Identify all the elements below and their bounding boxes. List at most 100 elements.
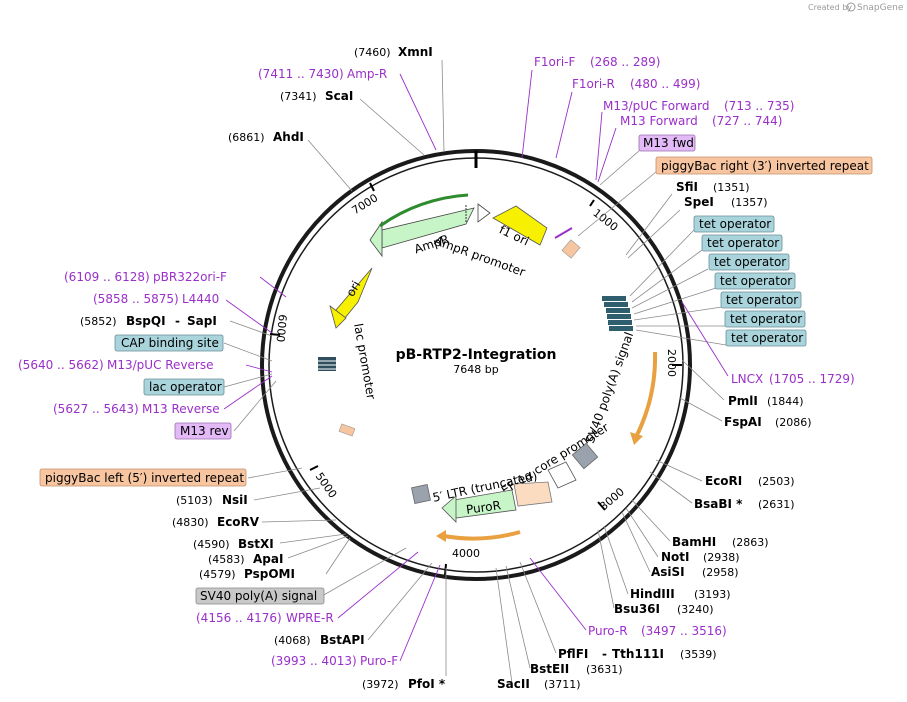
lac-operator-label: lac operator	[149, 380, 222, 394]
pbr322ori-f-label: pBR322ori-F	[153, 270, 227, 284]
m13-puc-forward-range: (713 .. 735)	[724, 99, 794, 113]
fspai-pos: (2086)	[775, 416, 812, 429]
wpre-r-label: WPRE-R	[286, 611, 334, 625]
m13-rev-label: M13 rev	[180, 424, 229, 438]
ef1a-promoter-feature	[547, 461, 577, 489]
ecorv-pos: (4830)	[172, 516, 209, 529]
brand-text: SnapGene	[857, 3, 904, 13]
lncx-label: LNCX	[731, 372, 763, 386]
piggybac-right-feature	[561, 239, 581, 259]
bsu36i-pos: (3240)	[677, 603, 714, 616]
lncx-range: (1705 .. 1729)	[769, 372, 855, 386]
pflfi-pos: (3539)	[680, 648, 717, 661]
bsteii-pos: (3631)	[586, 663, 623, 676]
ecorv-label: EcoRV	[217, 515, 260, 529]
f1ori-f-range: (268 .. 289)	[590, 55, 660, 69]
m13-puc-reverse-range: (5640 .. 5662)	[18, 358, 104, 372]
orange-orf-arc-right	[634, 351, 658, 438]
m13-reverse-label: M13 Reverse	[142, 402, 220, 416]
pspomi-label: PspOMI	[244, 567, 295, 581]
m13-forward-label: M13 Forward	[620, 114, 698, 128]
xmni-pos: (7460)	[354, 46, 391, 59]
sfii-label: SfiI	[676, 180, 698, 194]
ampr-orf-arc	[379, 193, 469, 228]
snapgene-logo-icon	[846, 2, 856, 12]
plasmid-name: pB-RTP2-Integration	[396, 347, 557, 363]
apai-pos: (4583)	[208, 553, 245, 566]
tet-operator-label-1: tet operator	[699, 217, 771, 231]
scai-label: ScaI	[325, 89, 353, 103]
tet-operator-box-3	[708, 253, 790, 271]
ltr-feature	[513, 481, 553, 507]
tick-label-3000: 3000	[597, 485, 627, 513]
f1ori-r-range: (480 .. 499)	[630, 77, 700, 91]
ahdi-label: AhdI	[273, 130, 304, 144]
bstapi-pos: (4068)	[274, 634, 311, 647]
amp-r-label: Amp-R	[347, 67, 387, 81]
piggybac-right-label: piggyBac right (3′) inverted repeat	[661, 159, 869, 173]
sv40-polya-box-label: SV40 poly(A) signal	[200, 589, 317, 603]
f1ori-f-label: F1ori-F	[534, 55, 575, 69]
tick-label-1000: 1000	[590, 206, 620, 233]
f1-ori-feature	[492, 205, 548, 246]
sv40-feature	[571, 442, 599, 470]
left-labels: (7460) XmnI (7411 .. 7430) Amp-R (7341) …	[18, 45, 446, 691]
tick-marks: 1000 2000 3000 4000 5000 6000 7000	[269, 182, 682, 576]
bsteii-label: BstEII	[530, 662, 569, 676]
spei-label: SpeI	[684, 195, 714, 209]
tet-operator-box-1	[693, 215, 775, 233]
sv40-polya-box	[195, 587, 325, 605]
m13-puc-forward-label: M13/pUC Forward	[603, 99, 710, 113]
apai-label: ApaI	[253, 552, 283, 566]
pmli-label: PmlI	[728, 394, 758, 408]
orange-orf-arc-bottom	[443, 530, 521, 541]
l4440-range: (5858 .. 5875)	[93, 292, 179, 306]
bsu36i-label: Bsu36I	[614, 602, 660, 616]
ampr-arrowhead	[369, 220, 383, 258]
tick-label-7000: 7000	[350, 191, 381, 217]
bstapi-label: BstAPI	[320, 633, 365, 647]
lac-promoter-label: lac promoter	[351, 322, 378, 400]
puro-r-label: Puro-R	[588, 624, 628, 638]
m13-reverse-range: (5627 .. 5643)	[53, 402, 139, 416]
spei-pos: (1357)	[731, 196, 768, 209]
ori-label: ori	[343, 278, 363, 299]
tick-label-2000: 2000	[665, 349, 678, 377]
piggybac-left-label: piggyBac left (5′) inverted repeat	[45, 471, 244, 485]
lac-operator-box	[143, 378, 225, 396]
pflfi-label: PflFI	[558, 647, 588, 661]
ecori-label: EcoRI	[705, 474, 742, 488]
bspqi-label: BspQI	[126, 314, 166, 328]
ampr-promoter-feature	[477, 203, 491, 223]
scai-pos: (7341)	[280, 90, 317, 103]
sfii-pos: (1351)	[713, 181, 750, 194]
fspai-label: FspAI	[724, 415, 762, 429]
pbr322ori-f-range: (6109 .. 6128)	[64, 270, 150, 284]
svg-text:-: -	[175, 314, 180, 328]
tick-label-6000: 6000	[274, 314, 289, 343]
m13-fwd-label: M13 fwd	[643, 136, 694, 150]
pfoi-label: PfoI *	[408, 677, 446, 691]
bspqi-pos: (5852)	[80, 315, 117, 328]
sapi-label: SapI	[187, 314, 217, 328]
tet-operator-box-6	[724, 310, 806, 328]
asisi-label: AsiSI	[651, 565, 685, 579]
tet-operator-label-7: tet operator	[731, 331, 803, 345]
f1ori-r-label: F1ori-R	[572, 77, 615, 91]
amp-r-range: (7411 .. 7430)	[258, 67, 344, 81]
sacii-label: SacII	[497, 677, 530, 691]
puror-label: PuroR	[465, 498, 502, 517]
credit-text: Created by	[808, 3, 852, 12]
ahdi-pos: (6861)	[228, 131, 265, 144]
tet-operator-box-7	[725, 329, 807, 347]
cap-binding-site-box	[114, 334, 224, 352]
puro-f-range: (3993 .. 4013)	[271, 654, 357, 668]
ecori-pos: (2503)	[758, 475, 795, 488]
nsii-label: NsiI	[222, 493, 248, 507]
pfoi-pos: (3972)	[362, 678, 399, 691]
right-labels: F1ori-F (268 .. 289) F1ori-R (480 .. 499…	[497, 55, 873, 691]
m13-rev-box	[174, 422, 232, 440]
tet-operator-label-5: tet operator	[726, 293, 798, 307]
pmli-pos: (1844)	[767, 395, 804, 408]
